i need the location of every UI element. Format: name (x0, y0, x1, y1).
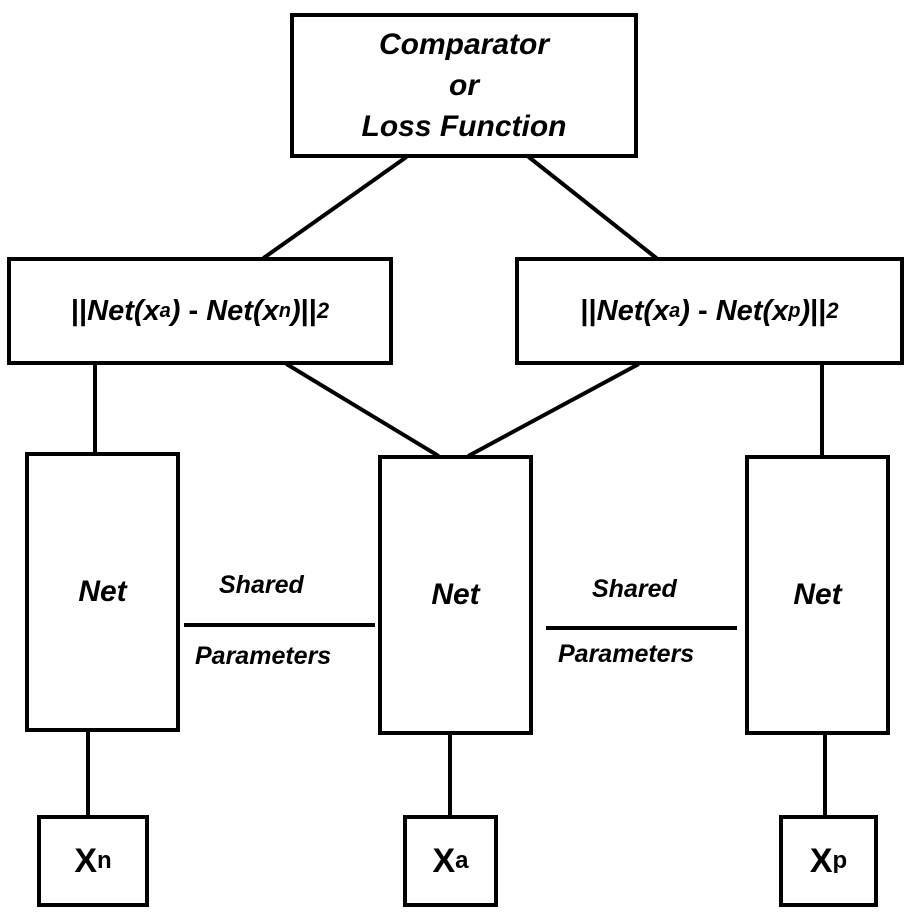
net-anchor-term: Net(x (87, 294, 160, 327)
comparator-line-1: Comparator (378, 28, 550, 61)
paren-close: ) (680, 294, 690, 327)
input-base: X (74, 841, 97, 880)
norm-open: || (580, 294, 597, 327)
connector-comparator-to-right-distance (527, 155, 658, 260)
net-label: Net (78, 575, 127, 608)
input-base: X (432, 841, 456, 880)
net-box-positive: Net (745, 455, 890, 735)
paren-close: ) (290, 294, 301, 327)
net-label: Net (793, 578, 842, 611)
parameters-label-right: Parameters (558, 640, 695, 668)
comparator-line-3: Loss Function (361, 110, 567, 143)
net-positive-term: Net(x (715, 294, 789, 327)
parameters-label-left: Parameters (195, 642, 332, 670)
comparator-box: Comparator or Loss Function (290, 13, 638, 158)
connector-comparator-to-left-distance (262, 155, 408, 260)
net-box-anchor: Net (378, 455, 533, 735)
paren-close: ) (170, 294, 181, 327)
paren-close: ) (800, 294, 811, 327)
positive-subscript: p (788, 300, 801, 322)
negative-subscript: n (278, 300, 291, 322)
norm-close: || (810, 294, 827, 327)
minus-sign: - (180, 294, 207, 327)
minus-sign: - (689, 294, 716, 327)
net-box-negative: Net (25, 452, 180, 732)
net-label: Net (431, 578, 480, 611)
shared-label-left: Shared (219, 571, 304, 599)
connector-right-distance-to-center-net (467, 362, 640, 458)
norm-close: || (300, 294, 317, 327)
anchor-subscript: a (669, 300, 681, 322)
net-negative-term: Net(x (206, 294, 279, 327)
anchor-subscript: a (159, 300, 171, 322)
connector-left-distance-to-center-net (285, 362, 440, 458)
norm-open: || (70, 294, 88, 327)
comparator-line-2: or (449, 69, 479, 102)
net-anchor-term: Net(x (596, 294, 670, 327)
shared-label-right: Shared (592, 575, 677, 603)
input-base: X (809, 841, 833, 880)
